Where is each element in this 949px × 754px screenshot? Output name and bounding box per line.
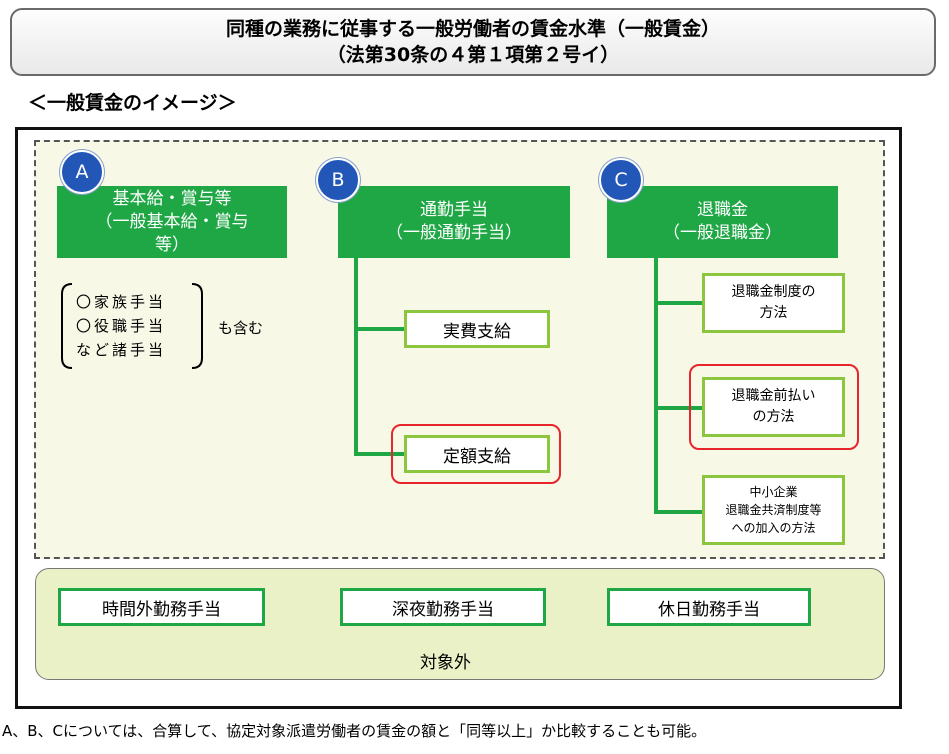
connector-c-item-1	[654, 301, 704, 305]
excluded-label: 対象外	[420, 653, 471, 673]
retirement-advance-payment-box: 退職金前払い の方法	[702, 377, 845, 437]
category-b-header: 通勤手当 （一般通勤手当）	[338, 186, 570, 258]
diagram-frame	[15, 127, 902, 709]
holiday-allowance-box: 休日勤務手当	[607, 588, 811, 626]
retirement-system-box: 退職金制度の 方法	[702, 273, 845, 333]
connector-c-vertical	[654, 258, 658, 514]
category-a-badge: A	[60, 150, 104, 194]
commute-actual-cost-box: 実費支給	[404, 310, 550, 348]
category-a-header: 基本給・賞与等 （一般基本給・賞与 等）	[57, 186, 287, 258]
title-line-2: （法第30条の４第１項第２号イ）	[326, 44, 620, 66]
title-line-1: 同種の業務に従事する一般労働者の賃金水準（一般賃金）	[225, 18, 720, 40]
connector-b-vertical	[354, 258, 358, 456]
category-c-badge: C	[599, 158, 643, 202]
includes-label: も含む	[218, 319, 264, 337]
allowance-list: 〇家族手当 〇役職手当 など諸手当	[76, 293, 167, 359]
overtime-allowance-box: 時間外勤務手当	[58, 588, 265, 626]
footnote: A、B、Cについては、合算して、協定対象派遣労働者の賃金の額と「同等以上」か比較…	[2, 722, 707, 740]
connector-c-item-3	[654, 510, 704, 514]
connector-c-item-2	[654, 406, 704, 410]
category-b-badge: B	[316, 158, 360, 202]
commute-fixed-amount-box: 定額支給	[404, 435, 550, 473]
mutual-aid-system-box: 中小企業 退職金共済制度等 への加入の方法	[702, 475, 845, 545]
category-c-header: 退職金 （一般退職金）	[607, 186, 838, 258]
subheading: ＜一般賃金のイメージ＞	[28, 92, 237, 114]
highlight-fixed-amount	[391, 424, 561, 484]
bracket-left	[61, 283, 73, 369]
late-night-allowance-box: 深夜勤務手当	[340, 588, 546, 626]
highlight-advance-payment	[689, 364, 859, 450]
connector-b-item-1	[354, 327, 406, 331]
connector-b-item-2	[354, 452, 406, 456]
title-box: 同種の業務に従事する一般労働者の賃金水準（一般賃金） （法第30条の４第１項第２…	[10, 8, 936, 76]
bracket-right	[191, 283, 203, 369]
